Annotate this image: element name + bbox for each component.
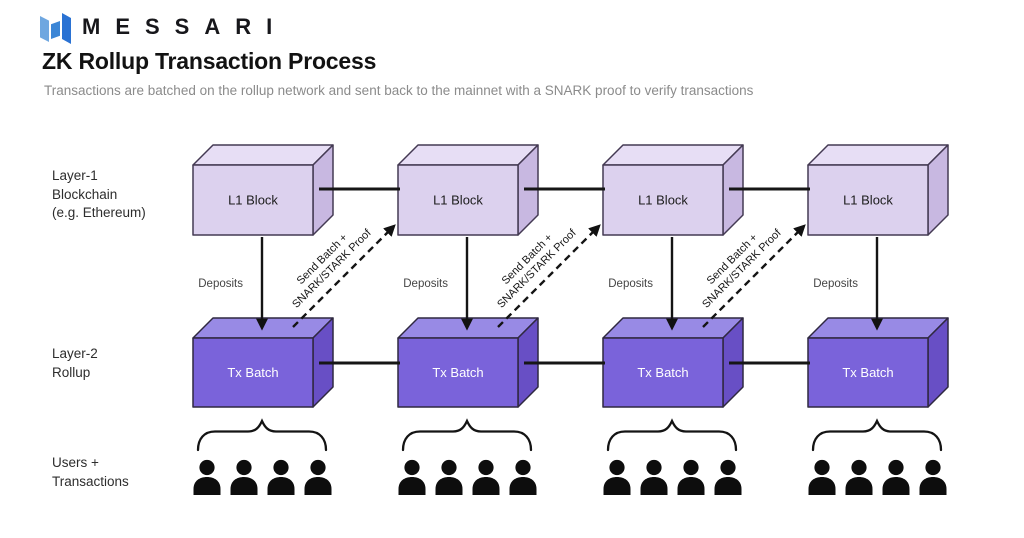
users-group	[808, 459, 947, 495]
send-batch-arrow	[702, 224, 806, 328]
curly-brace-icon	[401, 419, 533, 452]
header: MESSARI ZK Rollup Transaction Process Tr…	[0, 0, 1024, 110]
messari-logo-icon	[40, 13, 74, 45]
deposits-label: Deposits	[403, 278, 448, 290]
row-label-line: Blockchain	[52, 186, 118, 202]
tx-batch-label: Tx Batch	[227, 365, 278, 380]
svg-text:SNARK/STARK Proof: SNARK/STARK Proof	[290, 226, 374, 310]
person-icon	[677, 459, 705, 495]
person-icon	[640, 459, 668, 495]
person-icon	[509, 459, 537, 495]
person-icon	[435, 459, 463, 495]
deposits-label: Deposits	[813, 278, 858, 290]
logo-bar-left	[40, 16, 49, 42]
row-label-line: Rollup	[52, 364, 91, 380]
logo-bar-middle	[51, 21, 60, 39]
curly-brace-icon	[606, 419, 738, 452]
tx-batch-box: Tx Batch	[397, 317, 539, 408]
row-label-line: Users +	[52, 455, 99, 470]
tx-batch-label: Tx Batch	[432, 365, 483, 380]
l1-block-box: L1 Block	[602, 144, 744, 236]
tx-batch-box: Tx Batch	[807, 317, 949, 408]
l1-block-box: L1 Block	[807, 144, 949, 236]
tx-batch-label: Tx Batch	[842, 365, 893, 380]
row-label-line: Transactions	[52, 473, 129, 489]
person-icon	[808, 459, 836, 495]
person-icon	[603, 459, 631, 495]
send-batch-arrow	[497, 224, 601, 328]
person-icon	[230, 459, 258, 495]
l1-block-label: L1 Block	[843, 193, 893, 208]
person-icon	[472, 459, 500, 495]
brand-wordmark: MESSARI	[82, 14, 288, 39]
row-label-users: Users + Transactions	[52, 454, 129, 491]
person-icon	[845, 459, 873, 495]
users-group	[398, 459, 537, 495]
svg-text:SNARK/STARK Proof: SNARK/STARK Proof	[495, 226, 579, 310]
tx-batch-box: Tx Batch	[602, 317, 744, 408]
l1-block-box: L1 Block	[192, 144, 334, 236]
send-batch-arrow	[292, 224, 396, 328]
l1-block-label: L1 Block	[228, 193, 278, 208]
person-icon	[919, 459, 947, 495]
deposits-label: Deposits	[198, 278, 243, 290]
row-label-layer2: Layer-2 Rollup	[52, 345, 98, 382]
curly-brace-icon	[196, 419, 328, 452]
person-icon	[267, 459, 295, 495]
person-icon	[882, 459, 910, 495]
l1-block-box: L1 Block	[397, 144, 539, 236]
l1-block-label: L1 Block	[638, 193, 688, 208]
logo-bar-right	[62, 13, 71, 44]
row-label-line: (e.g. Ethereum)	[52, 205, 146, 220]
person-icon	[398, 459, 426, 495]
l1-block-label: L1 Block	[433, 193, 483, 208]
deposits-label: Deposits	[608, 278, 653, 290]
tx-batch-box: Tx Batch	[192, 317, 334, 408]
users-group	[603, 459, 742, 495]
curly-brace-icon	[811, 419, 943, 452]
row-label-layer1: Layer-1 Blockchain (e.g. Ethereum)	[52, 167, 146, 223]
person-icon	[193, 459, 221, 495]
svg-text:SNARK/STARK Proof: SNARK/STARK Proof	[700, 226, 784, 310]
page-subtitle: Transactions are batched on the rollup n…	[44, 83, 754, 98]
person-icon	[714, 459, 742, 495]
row-label-line: Layer-1	[52, 168, 98, 183]
users-group	[193, 459, 332, 495]
row-label-line: Layer-2	[52, 346, 98, 361]
tx-batch-label: Tx Batch	[637, 365, 688, 380]
page-title: ZK Rollup Transaction Process	[42, 48, 377, 74]
person-icon	[304, 459, 332, 495]
